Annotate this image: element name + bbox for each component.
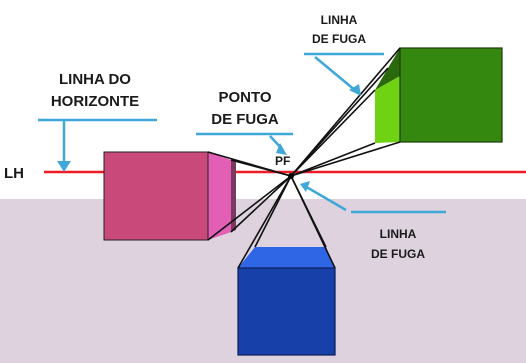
- vanishing-line-top-label-2: DE FUGA: [312, 32, 366, 46]
- vanishing-line-bottom-label-1: LINHA: [380, 227, 417, 241]
- blue-box-top: [238, 247, 335, 268]
- vanishing-point-abbrev: PF: [275, 154, 290, 168]
- horizon-line-label-1: LINHA DO: [59, 71, 131, 88]
- arrowhead-vanishing-point: [276, 143, 287, 155]
- arrowhead-line-top: [349, 84, 361, 96]
- blue-box-front: [238, 268, 335, 355]
- vanishing-line-top-label-1: LINHA: [321, 13, 358, 27]
- vanishing-point-label-2: DE FUGA: [211, 111, 279, 128]
- pink-box-side: [208, 152, 231, 240]
- pointer-arrowheads: [57, 84, 361, 192]
- green-box-front: [400, 48, 502, 142]
- arrowhead-horizon: [57, 161, 71, 172]
- pink-box-front: [104, 152, 208, 240]
- vanishing-point-label-1: PONTO: [218, 89, 271, 106]
- vanishing-point: [288, 173, 294, 179]
- ground-left-notch: [0, 172, 44, 199]
- pink-box-back-edge: [231, 160, 236, 232]
- arrowhead-line-bottom: [300, 181, 310, 192]
- horizon-line-label-2: HORIZONTE: [51, 93, 139, 110]
- vanishing-lines: [207, 47, 401, 269]
- green-box: [375, 47, 503, 143]
- horizon-abbrev-label: LH: [4, 165, 24, 182]
- pink-box: [103, 151, 236, 241]
- pointer-lines: [38, 52, 446, 214]
- vanishing-line-bottom-label-2: DE FUGA: [371, 247, 425, 261]
- blue-box: [237, 247, 336, 356]
- green-box-side: [375, 76, 400, 143]
